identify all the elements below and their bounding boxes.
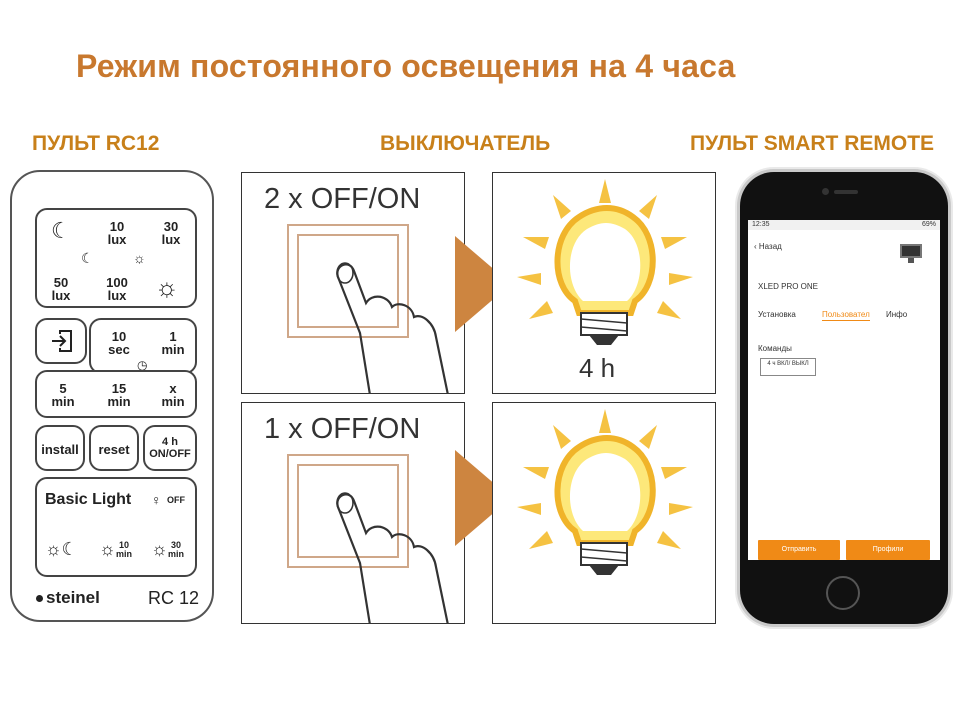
hand-pressing-switch-icon [287,454,449,623]
status-battery: 69% [921,221,936,228]
app-screen: 12:35 69% ‹ Назад XLED PRO ONE Установка… [748,220,940,560]
column-heading-switch: ВЫКЛЮЧАТЕЛЬ [380,132,551,155]
panel-bulb-top: 4 h [492,172,716,394]
install-button[interactable]: install [35,425,85,471]
phone-speaker [834,190,858,194]
back-label: Назад [758,242,782,251]
basic-light-label: Basic Light [45,491,132,508]
hours-label: 4 h [579,353,616,383]
panel-bulb-bottom [492,402,716,624]
tab-info[interactable]: Инфо [886,310,908,319]
basic-light-off-button[interactable]: OFF [167,495,185,505]
clock-icon: ◷ [137,358,148,372]
bulb-30-icon[interactable]: ☼ [151,539,168,559]
install-label: install [41,442,79,457]
switch-bottom-label: 1 x OFF/ON [264,413,421,445]
commands-label: Команды [758,344,792,353]
bulb-icon: ♀ [151,492,162,508]
glowing-bulb-icon [517,409,693,575]
sun-icon: ☼ [155,272,179,302]
back-button[interactable]: ‹ Назад [754,242,782,251]
phone-camera [822,188,829,195]
profiles-button[interactable]: Профили [846,540,930,560]
status-bar: 12:35 69% [748,220,940,230]
send-button[interactable]: Отправить [758,540,840,560]
column-heading-remote: ПУЛЬТ RC12 [32,132,160,155]
moon-icon: ☾ [51,218,71,243]
status-time: 12:35 [752,221,770,228]
panel-switch-bottom: 1 x OFF/ON [241,402,465,624]
enter-button[interactable] [35,318,87,364]
page-title: Режим постоянного освещения на 4 часа [76,48,736,84]
smartphone: 12:35 69% ‹ Назад XLED PRO ONE Установка… [740,172,948,624]
bulb-10-icon[interactable]: ☼ [99,539,116,559]
remote-model: RC 12 [148,588,200,608]
command-4h-button[interactable]: 4 ч ВКЛ/ ВЫКЛ [760,358,816,376]
brand-logo: steinel [46,588,100,607]
device-name: XLED PRO ONE [758,282,819,291]
tab-user[interactable]: Пользовател [822,310,870,321]
reset-button[interactable]: reset [89,425,139,471]
reset-label: reset [98,442,130,457]
home-button[interactable] [826,576,860,610]
brand-dot [36,595,43,602]
small-sun-icon: ☼ [133,250,146,266]
small-moon-icon: ☾ [81,250,94,266]
enter-icon [52,330,72,352]
panel-switch-top: 2 x OFF/ON [241,172,465,394]
chevron-left-icon: ‹ [754,242,759,251]
tab-installation[interactable]: Установка [758,310,796,319]
glowing-bulb-icon [517,179,693,345]
column-heading-smart: ПУЛЬТ SMART REMOTE [690,132,935,155]
floodlight-image [896,242,926,264]
hand-pressing-switch-icon [287,224,449,393]
bulb-moon-icon[interactable]: ☼☾ [45,539,78,559]
switch-top-label: 2 x OFF/ON [264,183,421,215]
